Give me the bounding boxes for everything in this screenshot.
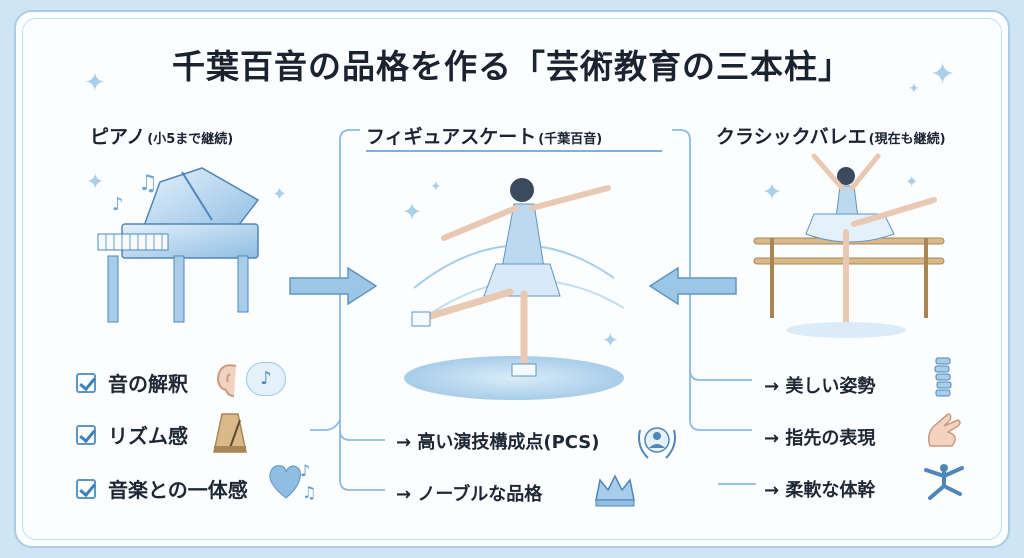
ballet-outcome-core: → 柔軟な体幹 (764, 480, 876, 501)
sparkle-icon: ✦ (930, 57, 956, 92)
sparkle-icon: ✦ (908, 81, 920, 97)
ballet-title: クラシックバレエ (716, 126, 867, 148)
svg-text:♪: ♪ (112, 194, 124, 215)
sparkle-icon: ✦ (602, 328, 619, 352)
checkbox-icon (76, 424, 96, 445)
heart-music-icon: ♪ ♫ (269, 461, 316, 502)
hand-icon (927, 413, 961, 447)
sparkle-icon: ✦ (430, 179, 442, 195)
sparkle-icon: ✦ (762, 178, 783, 206)
piano-header: ピアノ(小5まで継続) (90, 122, 233, 149)
metronome-icon (213, 413, 247, 453)
sparkle-icon: ✦ (84, 68, 106, 98)
skate-title: フィギュアスケート (366, 126, 537, 148)
page-title: 千葉百音の品格を作る「芸術教育の三本柱」 (172, 47, 852, 86)
svg-text:♫: ♫ (138, 171, 158, 196)
skill-label: リズム感 (108, 424, 188, 448)
crown-icon (595, 474, 635, 507)
grand-piano-illustration: ♫ ♪ (97, 167, 260, 323)
skate-header: フィギュアスケート(千葉百音) (366, 122, 602, 149)
sparkle-icon: ✦ (272, 184, 288, 205)
ballet-outcome-posture: → 美しい姿勢 (764, 376, 876, 397)
skill-row-sound: 音の解釈 (76, 368, 188, 397)
skate-outcome-noble: → ノーブルな品格 (396, 484, 543, 505)
sparkle-icon: ✦ (402, 198, 423, 226)
skill-row-unity: 音楽との一体感 (76, 474, 248, 503)
stretch-figure-icon (924, 464, 964, 500)
ballerina-illustration (753, 153, 945, 338)
right-arrow (289, 266, 378, 306)
piano-note: (小5まで継続) (147, 132, 234, 147)
skate-outcome-pcs: → 高い演技構成点(PCS) (396, 432, 600, 453)
left-arrow (648, 266, 737, 306)
skate-note: (千葉百音) (538, 132, 603, 147)
ballet-note: (現在も継続) (868, 132, 946, 147)
svg-text:♫: ♫ (302, 483, 316, 502)
sparkle-icon: ✦ (905, 172, 919, 191)
ear-icon (216, 364, 237, 397)
svg-text:♪: ♪ (300, 461, 310, 480)
checkbox-icon (76, 478, 96, 499)
checkbox-icon (76, 372, 96, 393)
skill-label: 音の解釈 (108, 372, 188, 396)
figure-skater-illustration (404, 178, 625, 400)
skill-label: 音楽との一体感 (108, 478, 248, 502)
laurel-judge-icon (638, 427, 676, 459)
sparkle-icon: ✦ (86, 170, 105, 195)
ballet-header: クラシックバレエ(現在も継続) (716, 122, 946, 149)
skill-row-rhythm: リズム感 (76, 420, 188, 449)
piano-title: ピアノ (90, 126, 146, 148)
music-note-icon: ♪ (246, 362, 286, 396)
ballet-outcome-fingertip: → 指先の表現 (764, 428, 876, 449)
skate-header-underline (366, 150, 662, 152)
spine-icon (934, 357, 952, 397)
